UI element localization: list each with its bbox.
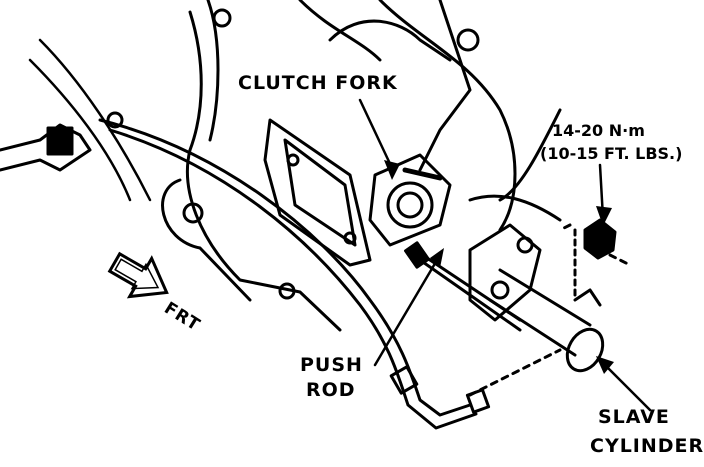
torque-nm-label: 14-20 N·m xyxy=(552,121,645,140)
clutch-fork-label: CLUTCH FORK xyxy=(238,72,398,94)
slave-cylinder-label-line2: CYLINDER xyxy=(590,435,704,457)
torque-ftlbs-label: (10-15 FT. LBS.) xyxy=(540,144,683,163)
leader-arrow-icon xyxy=(384,160,614,374)
push-rod-label-line2: ROD xyxy=(306,379,356,401)
leader-clutch-fork xyxy=(358,98,394,170)
clutch-fork-boss xyxy=(368,153,452,247)
cover-plate xyxy=(263,118,372,267)
push-rod-label-line1: PUSH xyxy=(300,354,363,376)
slave-cylinder-label-line1: SLAVE xyxy=(598,406,670,428)
bell-housing xyxy=(28,0,562,332)
line-connector xyxy=(0,123,92,172)
leader-push-rod xyxy=(373,253,442,367)
mounting-nut xyxy=(468,218,632,397)
front-arrow-icon xyxy=(107,251,169,299)
hydraulic-line xyxy=(98,111,491,430)
